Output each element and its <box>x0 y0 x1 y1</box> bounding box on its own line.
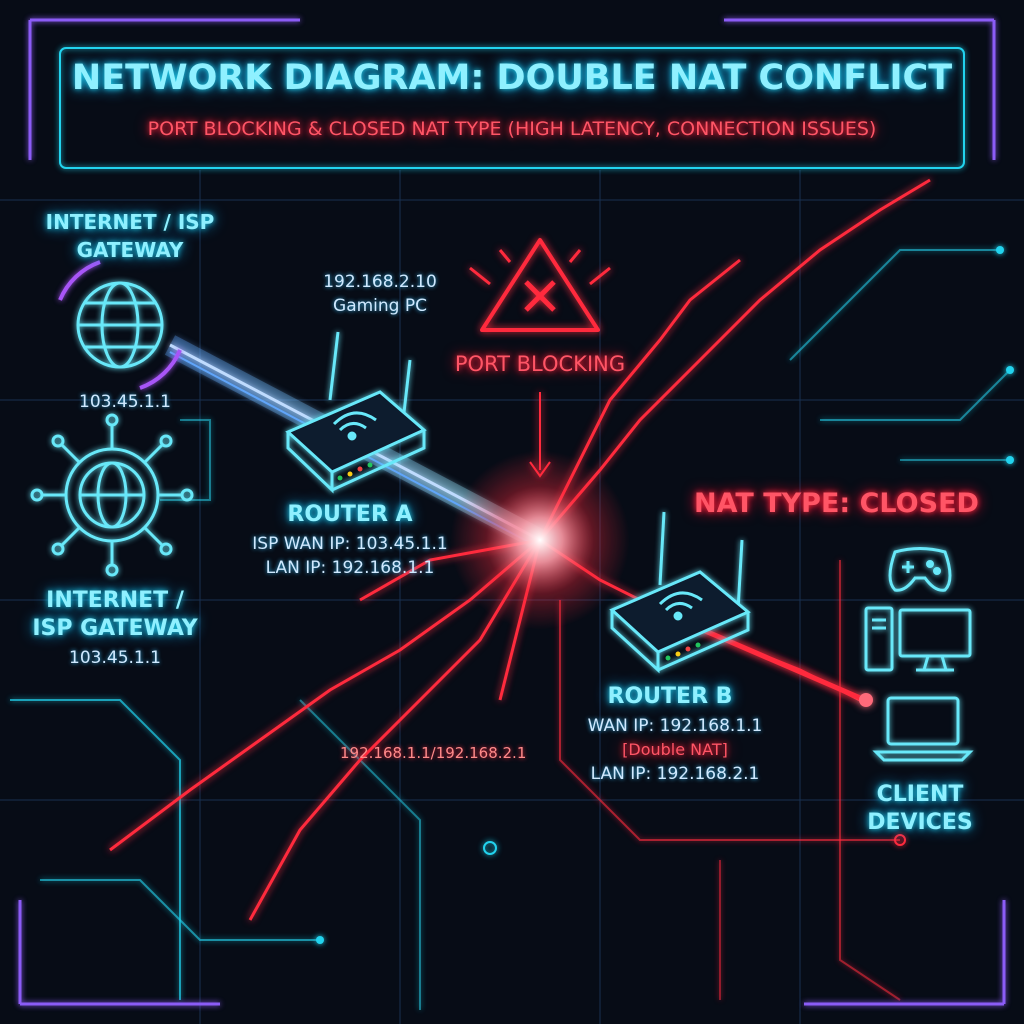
isp-top-label-line2: GATEWAY <box>76 238 184 262</box>
laptop-icon <box>872 696 974 762</box>
gaming-pc-label: Gaming PC <box>333 296 427 316</box>
nat-type-label: NAT TYPE: CLOSED <box>694 488 979 519</box>
globe-icon <box>58 260 182 390</box>
globe-network-icon <box>30 413 194 577</box>
desktop-pc-icon <box>864 606 972 672</box>
collision-burst <box>450 450 630 630</box>
router-a-icon <box>285 331 427 494</box>
router-b-icon <box>609 511 751 674</box>
isp-bottom-label-line2: ISP GATEWAY <box>32 616 198 641</box>
router-b-wan-ip: WAN IP: 192.168.1.1 <box>587 716 763 736</box>
router-b-lan-ip: LAN IP: 192.168.2.1 <box>590 764 760 784</box>
gamepad-icon <box>888 547 952 592</box>
isp-top-label-line1: INTERNET / ISP <box>45 210 215 234</box>
port-blocking-label: PORT BLOCKING <box>454 352 626 376</box>
header-frame <box>18 18 1006 1006</box>
isp-bottom-ip: 103.45.1.1 <box>69 648 161 668</box>
client-devices-label-line2: DEVICES <box>867 810 973 835</box>
router-a-name: ROUTER A <box>287 502 413 527</box>
background-circuit <box>0 170 1024 1024</box>
router-a-wan-ip: ISP WAN IP: 103.45.1.1 <box>252 534 448 554</box>
red-link-to-clients <box>679 617 873 707</box>
link-ip-label: 192.168.1.1/192.168.2.1 <box>340 744 527 762</box>
router-a-lan-ip: LAN IP: 192.168.1.1 <box>265 558 435 578</box>
router-a-leds <box>337 462 373 481</box>
diagram-subtitle: PORT BLOCKING & CLOSED NAT TYPE (HIGH LA… <box>147 118 877 140</box>
warning-x-icon <box>469 238 611 332</box>
double-nat-flag: [Double NAT] <box>622 740 728 759</box>
router-b-name: ROUTER B <box>607 684 733 709</box>
router-b-leds <box>665 642 701 661</box>
gaming-pc-ip: 192.168.2.10 <box>323 272 437 292</box>
warning-arrow <box>529 392 551 478</box>
isp-top-ip: 103.45.1.1 <box>79 392 171 412</box>
circuit-nodes <box>316 246 1014 944</box>
isp-bottom-label-line1: INTERNET / <box>46 588 184 613</box>
diagram-title: NETWORK DIAGRAM: DOUBLE NAT CONFLICT <box>71 58 953 98</box>
client-devices-label-line1: CLIENT <box>876 782 964 807</box>
